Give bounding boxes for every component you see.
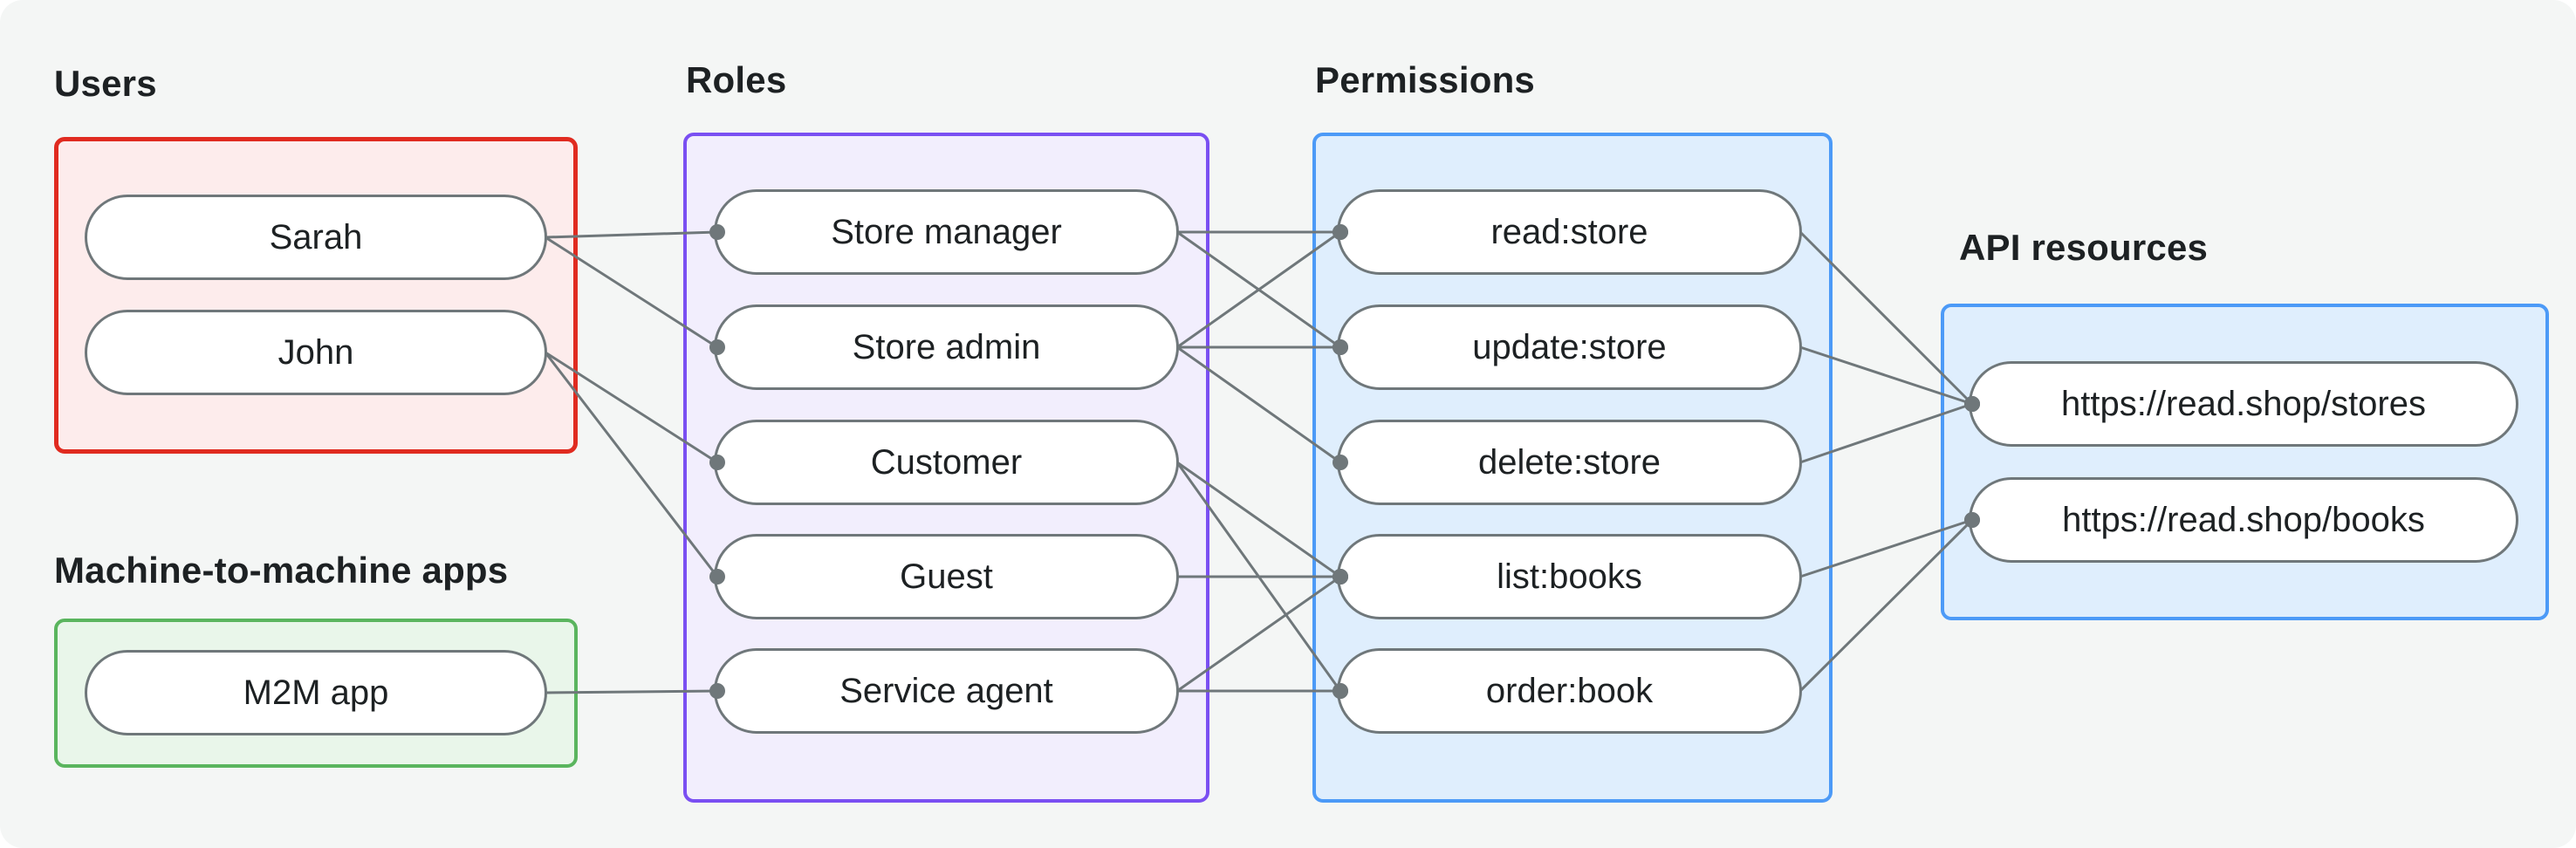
- edge-dot-update_store: [1333, 339, 1348, 355]
- edge-store_admin-delete_store: [1176, 345, 1341, 464]
- edge-sarah-store_admin: [545, 236, 718, 349]
- roles-group-box: [683, 133, 1209, 803]
- edge-list_books-books_api: [1799, 518, 1973, 578]
- edge-dot-order_book: [1333, 683, 1348, 699]
- roles-group-label: Roles: [686, 59, 787, 100]
- edge-dot-store_admin: [709, 339, 725, 355]
- edge-m2m_app-service_agent: [545, 689, 718, 694]
- edge-customer-order_book: [1175, 462, 1342, 692]
- node-m2m_app: M2M app: [85, 650, 547, 735]
- node-sarah: Sarah: [85, 195, 547, 280]
- edge-dot-read_store: [1333, 224, 1348, 240]
- edge-customer-list_books: [1176, 461, 1341, 578]
- edge-read_store-stores_api: [1798, 230, 1974, 406]
- edge-john-guest: [544, 352, 719, 578]
- edge-service_agent-list_books: [1176, 575, 1341, 693]
- node-guest: Guest: [714, 534, 1179, 619]
- node-store_admin: Store admin: [714, 304, 1179, 390]
- edge-store_manager-update_store: [1176, 230, 1341, 349]
- edge-dot-list_books: [1333, 569, 1348, 585]
- node-delete_store: delete:store: [1337, 420, 1802, 505]
- edge-dot-store_manager: [709, 224, 725, 240]
- edge-dot-delete_store: [1333, 455, 1348, 470]
- edge-dot-books_api: [1964, 512, 1980, 528]
- edge-dot-update_store: [1333, 339, 1348, 355]
- api-group-box: [1941, 304, 2549, 620]
- edge-order_book-books_api: [1798, 518, 1974, 693]
- api-group-label: API resources: [1959, 227, 2209, 268]
- edge-dot-list_books: [1333, 569, 1348, 585]
- users-group-box: [54, 137, 578, 454]
- permissions-group-label: Permissions: [1315, 59, 1535, 100]
- m2m-group-label: Machine-to-machine apps: [54, 550, 509, 591]
- edge-dot-read_store: [1333, 224, 1348, 240]
- node-customer: Customer: [714, 420, 1179, 505]
- node-list_books: list:books: [1337, 534, 1802, 619]
- permissions-group-box: [1312, 133, 1833, 803]
- node-stores_api: https://read.shop/stores: [1969, 361, 2518, 447]
- edge-sarah-store_manager: [545, 230, 718, 239]
- edge-update_store-stores_api: [1799, 345, 1973, 406]
- users-group-label: Users: [54, 63, 157, 104]
- edge-store_admin-read_store: [1176, 230, 1341, 349]
- node-order_book: order:book: [1337, 648, 1802, 734]
- node-john: John: [85, 310, 547, 395]
- node-read_store: read:store: [1337, 189, 1802, 275]
- edge-john-customer: [545, 351, 718, 464]
- edge-dot-stores_api: [1964, 396, 1980, 412]
- edge-dot-list_books: [1333, 569, 1348, 585]
- edge-dot-stores_api: [1964, 396, 1980, 412]
- edge-dot-books_api: [1964, 512, 1980, 528]
- edge-dot-stores_api: [1964, 396, 1980, 412]
- node-update_store: update:store: [1337, 304, 1802, 390]
- edge-dot-customer: [709, 455, 725, 470]
- edge-dot-service_agent: [709, 683, 725, 699]
- edge-dot-guest: [709, 569, 725, 585]
- m2m-group-box: [54, 619, 578, 768]
- edge-dot-order_book: [1333, 683, 1348, 699]
- edge-delete_store-stores_api: [1799, 402, 1973, 464]
- node-store_manager: Store manager: [714, 189, 1179, 275]
- node-books_api: https://read.shop/books: [1969, 477, 2518, 563]
- node-service_agent: Service agent: [714, 648, 1179, 734]
